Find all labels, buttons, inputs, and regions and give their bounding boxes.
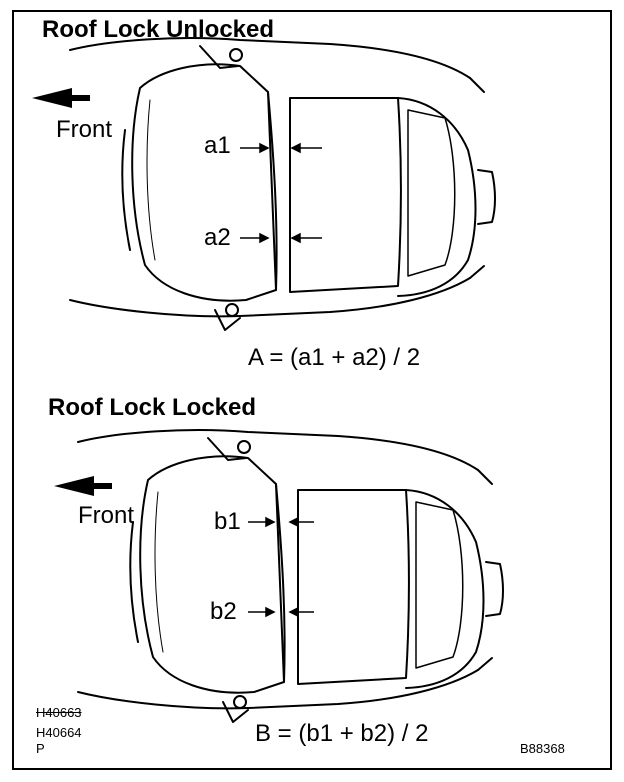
- measurement-label-b1: b1: [214, 508, 241, 535]
- front-label-locked: Front: [78, 502, 135, 529]
- measurement-label-b2: b2: [210, 598, 237, 625]
- diagram-frame: [12, 10, 612, 770]
- formula-unlocked: A = (a1 + a2) / 2: [248, 344, 421, 371]
- formula-locked: B = (b1 + b2) / 2: [255, 720, 429, 747]
- unlocked-title: Roof Lock Unlocked: [42, 16, 275, 43]
- front-label-unlocked: Front: [56, 116, 113, 143]
- measurement-label-a2: a2: [204, 224, 231, 251]
- figure-code-2: H40664: [36, 725, 82, 740]
- locked-title: Roof Lock Locked: [48, 394, 257, 421]
- figure-reference: B88368: [520, 741, 565, 756]
- figure-code-1: H40663: [36, 705, 82, 720]
- measurement-label-a1: a1: [204, 132, 231, 159]
- figure-code-3: P: [36, 741, 45, 756]
